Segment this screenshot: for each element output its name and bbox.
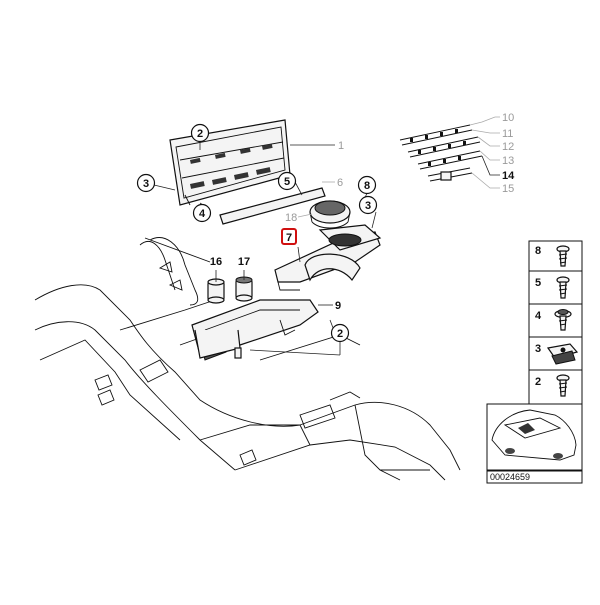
callout-label: 2	[197, 128, 203, 140]
callout-13: 13	[502, 155, 514, 167]
part-7-cupholder	[274, 224, 382, 291]
fastener-label: 3	[535, 343, 541, 355]
callout-1: 1	[338, 140, 344, 152]
fastener-label: 2	[535, 376, 541, 388]
fastener-label: 5	[535, 277, 541, 289]
callout-18: 18	[285, 212, 297, 224]
fastener-legend: 8 5 4 3	[528, 240, 583, 405]
callout-14: 14	[502, 170, 515, 182]
callout-label: 4	[199, 208, 206, 220]
callout-5: 5	[277, 171, 297, 191]
part-18-ring	[309, 200, 351, 229]
fastener-row-2[interactable]: 2	[535, 374, 570, 397]
callout-11: 11	[502, 128, 513, 140]
callout-3-left: 3	[136, 173, 156, 193]
part-9-tray	[191, 299, 319, 361]
diagram-id-box: 00024659	[486, 470, 583, 484]
fastener-row-5[interactable]: 5	[535, 276, 570, 299]
car-icon	[491, 409, 577, 461]
callout-17: 17	[238, 256, 250, 268]
callout-label: 5	[284, 176, 290, 188]
part-1-trim-panel	[169, 119, 291, 206]
callout-6: 6	[337, 177, 343, 189]
callout-label: 3	[143, 178, 149, 190]
clip-nut-icon	[546, 343, 579, 365]
fastener-row-8[interactable]: 8	[535, 245, 570, 267]
callout-9: 9	[335, 300, 341, 312]
part-6-trim-strip	[219, 187, 326, 225]
callout-label: 3	[365, 200, 371, 212]
fastener-row-3[interactable]: 3	[535, 343, 579, 365]
fastener-label: 4	[535, 310, 542, 322]
center-console-drawing	[34, 237, 461, 481]
callout-8: 8	[357, 175, 377, 195]
callout-label: 2	[337, 328, 343, 340]
callout-label: 7	[286, 232, 292, 244]
screw-set-10-15	[399, 124, 483, 182]
screw-icon	[556, 374, 570, 397]
callout-16: 16	[210, 256, 222, 268]
callout-2-bottom: 2	[330, 323, 350, 343]
callout-3-right: 3	[358, 195, 378, 215]
washer-screw-icon	[554, 309, 572, 331]
part-16-cylinder	[207, 278, 225, 304]
car-locator-thumbnail	[486, 403, 583, 471]
callout-12: 12	[502, 141, 514, 153]
fastener-label: 8	[535, 245, 541, 257]
screw-icon	[556, 245, 570, 267]
screw-icon	[556, 276, 570, 299]
callout-15: 15	[502, 183, 514, 195]
fastener-row-4[interactable]: 4	[535, 309, 572, 331]
callout-4: 4	[192, 203, 212, 223]
callout-10: 10	[502, 112, 514, 124]
callout-2-top: 2	[190, 123, 210, 143]
callout-label: 8	[364, 180, 370, 192]
callout-7-highlighted[interactable]: 7	[281, 228, 297, 245]
part-17-cylinder	[235, 276, 253, 302]
diagram-id-text: 00024659	[490, 472, 530, 482]
